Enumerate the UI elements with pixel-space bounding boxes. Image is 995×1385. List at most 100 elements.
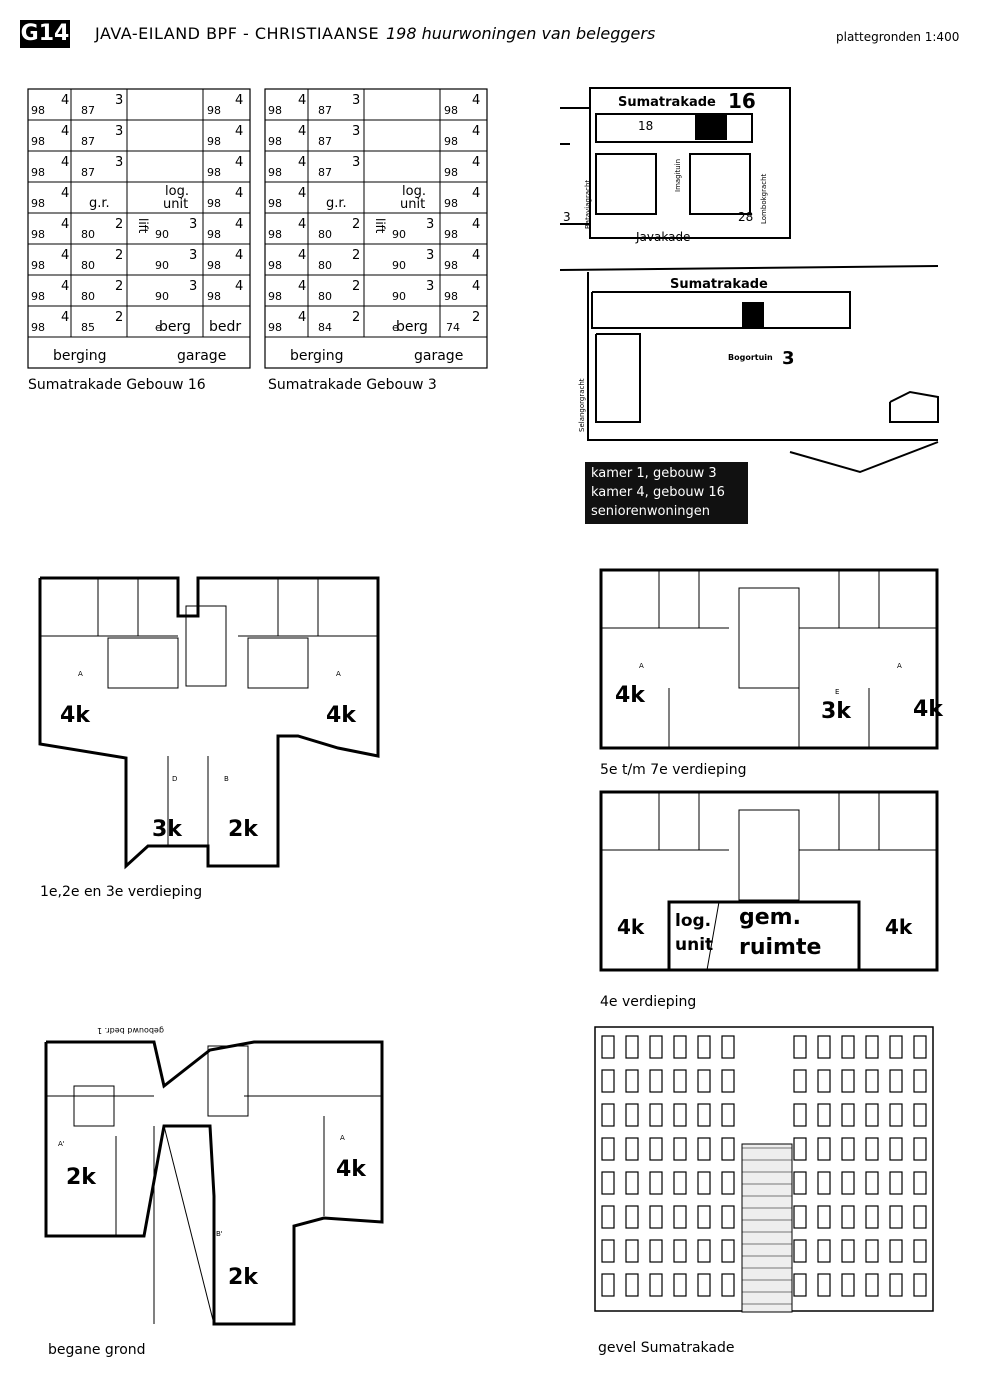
plan-c-label-2: log. bbox=[675, 911, 711, 931]
stack-unit: unit bbox=[163, 197, 188, 212]
facade-window bbox=[721, 1035, 735, 1059]
stack-diagram-gebouw-16: 984873984984873984984873984984g.r.log.un… bbox=[27, 88, 251, 369]
floor-plan-1-3: 4k 4k 3k 2k A A D B bbox=[38, 576, 380, 870]
stack-rooms: 4 bbox=[235, 186, 243, 201]
plan-b-label-3: 4k bbox=[913, 697, 944, 722]
stack-area: 90 bbox=[155, 228, 169, 241]
floor-plan-5-7: 4k 3k 4k A E A bbox=[599, 568, 944, 750]
facade-window bbox=[889, 1239, 903, 1263]
stack-area: 98 bbox=[268, 197, 282, 210]
facade-window bbox=[673, 1273, 687, 1297]
stack-area: 87 bbox=[81, 104, 95, 117]
site1-num-18: 18 bbox=[638, 119, 653, 133]
plan-b-label-1: 4k bbox=[615, 683, 646, 708]
legend-box: kamer 1, gebouw 3 kamer 4, gebouw 16 sen… bbox=[585, 462, 748, 524]
stack-area: 98 bbox=[207, 104, 221, 117]
stack-end: 74 bbox=[446, 321, 460, 334]
plan-d-label-1: 2k bbox=[66, 1165, 97, 1190]
plan-a-label-4: 2k bbox=[228, 817, 259, 842]
facade-window bbox=[649, 1035, 663, 1059]
plan-c-caption: 4e verdieping bbox=[600, 994, 697, 1010]
stack-rooms: 2 bbox=[115, 217, 123, 232]
facade-window bbox=[673, 1137, 687, 1161]
stack-rooms: 4 bbox=[235, 155, 243, 170]
facade-window bbox=[841, 1103, 855, 1127]
facade-window bbox=[625, 1137, 639, 1161]
floor-plan-ground: 2k 4k 2k A' A B' gebouwd bedr. 1 bbox=[44, 1026, 384, 1326]
facade-elevation bbox=[594, 1026, 934, 1313]
stack-area: 80 bbox=[318, 228, 332, 241]
facade-window bbox=[649, 1205, 663, 1229]
facade-window bbox=[889, 1171, 903, 1195]
stack-unit: unit bbox=[400, 197, 425, 212]
facade-window bbox=[913, 1205, 927, 1229]
stack-area: 98 bbox=[444, 166, 458, 179]
legend-line-1: kamer 1, gebouw 3 bbox=[591, 466, 717, 481]
facade-window bbox=[817, 1205, 831, 1229]
stack-rooms: 3 bbox=[115, 93, 123, 108]
stack-area: 80 bbox=[81, 259, 95, 272]
stack-area: 90 bbox=[392, 290, 406, 303]
facade-window bbox=[625, 1069, 639, 1093]
facade-window bbox=[721, 1103, 735, 1127]
facade-window bbox=[673, 1069, 687, 1093]
facade-window bbox=[793, 1273, 807, 1297]
site1-gracht-left: Bataviagracht bbox=[584, 180, 592, 229]
stack-area: 87 bbox=[318, 104, 332, 117]
facade-window bbox=[697, 1205, 711, 1229]
facade-window bbox=[721, 1171, 735, 1195]
stack-area: 98 bbox=[31, 197, 45, 210]
stack-rooms: 4 bbox=[298, 124, 306, 139]
facade-window bbox=[601, 1273, 615, 1297]
facade-window bbox=[793, 1103, 807, 1127]
facade-window bbox=[817, 1103, 831, 1127]
plan-a-letter-3: D bbox=[172, 775, 177, 783]
stack-area: 87 bbox=[318, 166, 332, 179]
stack-rooms: 4 bbox=[472, 217, 480, 232]
plan-b-caption: 5e t/m 7e verdieping bbox=[600, 762, 747, 778]
stack-rooms: 4 bbox=[235, 217, 243, 232]
facade-window bbox=[889, 1273, 903, 1297]
plan-d-letter-3: B' bbox=[216, 1230, 223, 1238]
plan-d-caption: begane grond bbox=[48, 1342, 146, 1358]
stack-area: 98 bbox=[444, 135, 458, 148]
plan-b-letter-2: E bbox=[835, 688, 839, 696]
stack-rooms: 3 bbox=[189, 248, 197, 263]
site1-building-no: 16 bbox=[728, 89, 756, 113]
stack-area: 98 bbox=[268, 321, 282, 334]
stack-area: 87 bbox=[318, 135, 332, 148]
stack-rooms: 2 bbox=[352, 217, 360, 232]
project-title: JAVA-EILAND BPF - CHRISTIAANSE bbox=[95, 24, 380, 43]
stack-area: 98 bbox=[31, 166, 45, 179]
stack-rooms: 4 bbox=[235, 124, 243, 139]
facade-window bbox=[841, 1069, 855, 1093]
stack-rooms: 4 bbox=[298, 186, 306, 201]
stack-lift: lift bbox=[136, 218, 150, 234]
stack-footer-garage: garage bbox=[414, 348, 463, 364]
facade-window bbox=[889, 1137, 903, 1161]
stack-area: 98 bbox=[31, 228, 45, 241]
facade-window bbox=[625, 1239, 639, 1263]
facade-window bbox=[649, 1273, 663, 1297]
stack-rooms: 3 bbox=[115, 124, 123, 139]
site1-gracht-right: Lombokgracht bbox=[760, 173, 768, 224]
plan-c-label-1: 4k bbox=[617, 915, 645, 939]
stack-end: bedr bbox=[209, 319, 241, 335]
facade-window bbox=[697, 1103, 711, 1127]
stack-rooms: 3 bbox=[426, 217, 434, 232]
stack-rooms: 2 bbox=[115, 279, 123, 294]
facade-window bbox=[913, 1273, 927, 1297]
stack-area: 80 bbox=[81, 290, 95, 303]
site1-num-28: 28 bbox=[738, 210, 753, 224]
facade-window bbox=[625, 1171, 639, 1195]
stack-area: 98 bbox=[207, 259, 221, 272]
facade-window bbox=[721, 1273, 735, 1297]
plan-d-letter-2: A bbox=[340, 1134, 345, 1142]
facade-window bbox=[649, 1239, 663, 1263]
stack-area: 98 bbox=[268, 228, 282, 241]
stack-area: 85 bbox=[81, 321, 95, 334]
facade-window bbox=[793, 1171, 807, 1195]
stack-rooms: 4 bbox=[298, 155, 306, 170]
stack-rooms: 4 bbox=[235, 93, 243, 108]
stack-footer-berging: berging bbox=[290, 348, 344, 364]
